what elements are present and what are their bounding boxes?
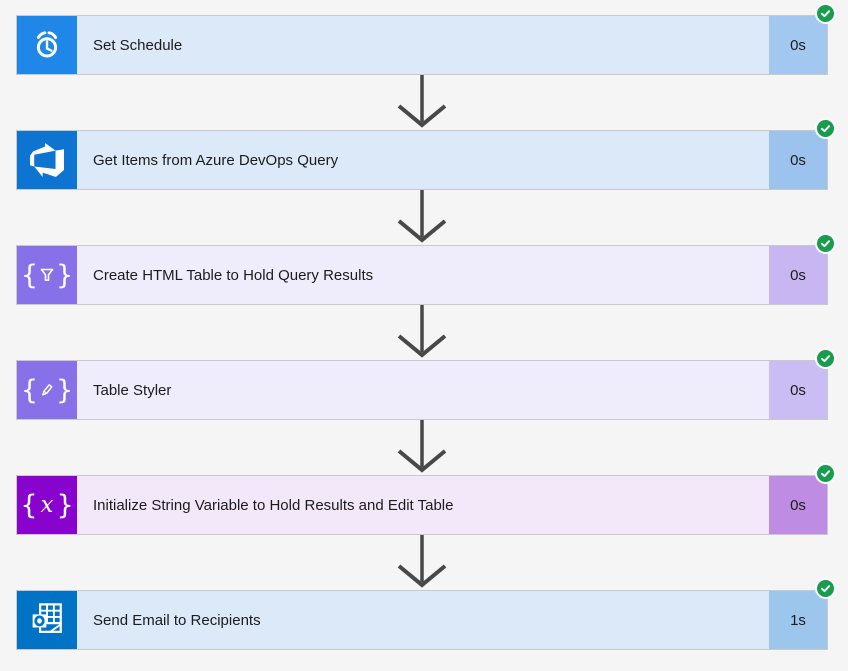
status-succeeded-badge	[815, 578, 836, 599]
azure-devops-icon	[17, 131, 77, 189]
arrow-down-icon	[397, 535, 447, 588]
connector-arrow	[16, 190, 828, 245]
brace-close: }	[56, 259, 74, 291]
variable-x-glyph: x	[40, 491, 54, 518]
alarm-clock-icon	[17, 16, 77, 74]
step-duration: 0s	[769, 131, 827, 189]
check-icon	[820, 470, 831, 478]
pencil-icon	[42, 384, 53, 396]
check-icon	[820, 355, 831, 363]
arrow-down-icon	[397, 420, 447, 473]
status-succeeded-badge	[815, 3, 836, 24]
brace-close: }	[56, 374, 74, 406]
brace-open: {	[20, 374, 38, 406]
check-icon	[820, 10, 831, 18]
step-title: Create HTML Table to Hold Query Results	[77, 246, 769, 304]
step-title: Set Schedule	[77, 16, 769, 74]
funnel-icon	[40, 268, 54, 281]
step-title: Table Styler	[77, 361, 769, 419]
brace-open: {	[20, 259, 38, 291]
step-title: Get Items from Azure DevOps Query	[77, 131, 769, 189]
braces-funnel-icon: { }	[17, 246, 77, 304]
check-icon	[820, 585, 831, 593]
step-duration: 0s	[769, 246, 827, 304]
connector-arrow	[16, 535, 828, 590]
step-title: Initialize String Variable to Hold Resul…	[77, 476, 769, 534]
status-succeeded-badge	[815, 233, 836, 254]
status-succeeded-badge	[815, 463, 836, 484]
braces-pencil-icon: { }	[17, 361, 77, 419]
connector-arrow	[16, 305, 828, 360]
step-table-styler[interactable]: { } Table Styler 0s	[16, 348, 836, 420]
status-succeeded-badge	[815, 348, 836, 369]
connector-arrow	[16, 420, 828, 475]
check-icon	[820, 125, 831, 133]
status-succeeded-badge	[815, 118, 836, 139]
step-duration: 0s	[769, 476, 827, 534]
step-create-html-table[interactable]: { } Create HTML Table to Hold Query Resu…	[16, 233, 836, 305]
brace-close: }	[56, 489, 74, 521]
brace-open: {	[20, 489, 38, 521]
step-duration: 1s	[769, 591, 827, 649]
outlook-icon	[17, 591, 77, 649]
step-duration: 0s	[769, 361, 827, 419]
step-get-items-azure-devops[interactable]: Get Items from Azure DevOps Query 0s	[16, 118, 836, 190]
step-title: Send Email to Recipients	[77, 591, 769, 649]
arrow-down-icon	[397, 305, 447, 358]
arrow-down-icon	[397, 75, 447, 128]
check-icon	[820, 240, 831, 248]
step-initialize-string-variable[interactable]: { x } Initialize String Variable to Hold…	[16, 463, 836, 535]
step-send-email[interactable]: Send Email to Recipients 1s	[16, 578, 836, 650]
step-set-schedule[interactable]: Set Schedule 0s	[16, 3, 836, 75]
step-duration: 0s	[769, 16, 827, 74]
connector-arrow	[16, 75, 828, 130]
arrow-down-icon	[397, 190, 447, 243]
braces-x-icon: { x }	[17, 476, 77, 534]
